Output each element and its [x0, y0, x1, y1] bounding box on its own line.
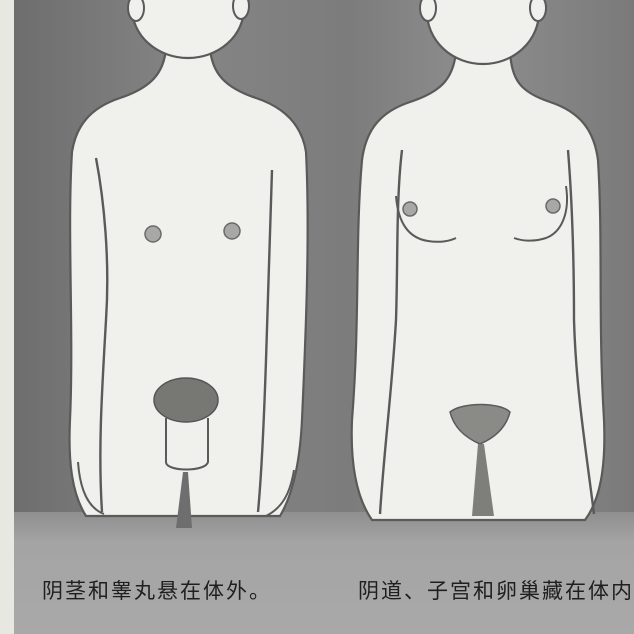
- male-caption: 阴茎和睾丸悬在体外。: [42, 575, 292, 607]
- female-right-ear: [530, 0, 546, 21]
- female-left-ear: [420, 0, 436, 21]
- floor-band: [14, 512, 634, 634]
- male-right-nipple: [224, 223, 240, 239]
- male-left-nipple: [145, 226, 161, 242]
- page-margin-strip: [0, 0, 14, 634]
- female-left-nipple: [403, 202, 417, 216]
- female-right-nipple: [546, 199, 560, 213]
- female-caption: 阴道、子宫和卵巢藏在体内: [358, 575, 634, 607]
- male-left-ear: [128, 0, 144, 21]
- male-right-ear: [233, 0, 249, 19]
- male-body-outline: [70, 48, 308, 516]
- male-pubic-patch: [154, 378, 218, 422]
